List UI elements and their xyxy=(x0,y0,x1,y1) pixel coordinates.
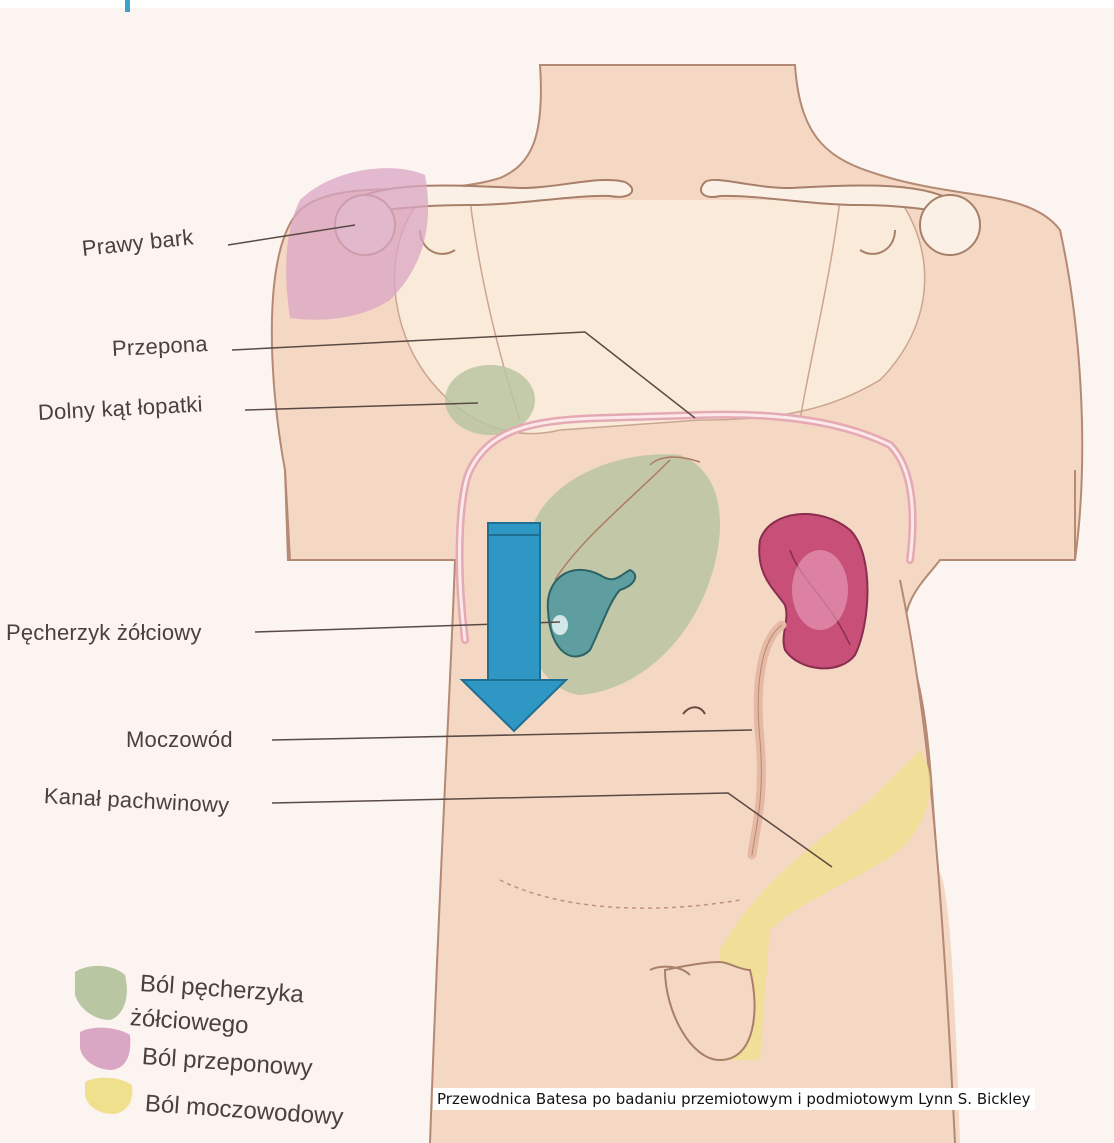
label-ureter: Moczowód xyxy=(126,727,233,753)
source-caption: Przewodnica Batesa po badaniu przemiotow… xyxy=(433,1088,1035,1110)
accent-bar xyxy=(125,0,130,12)
label-diaphragm: Przepona xyxy=(111,331,208,362)
label-gallbladder: Pęcherzyk żółciowy xyxy=(6,620,202,646)
